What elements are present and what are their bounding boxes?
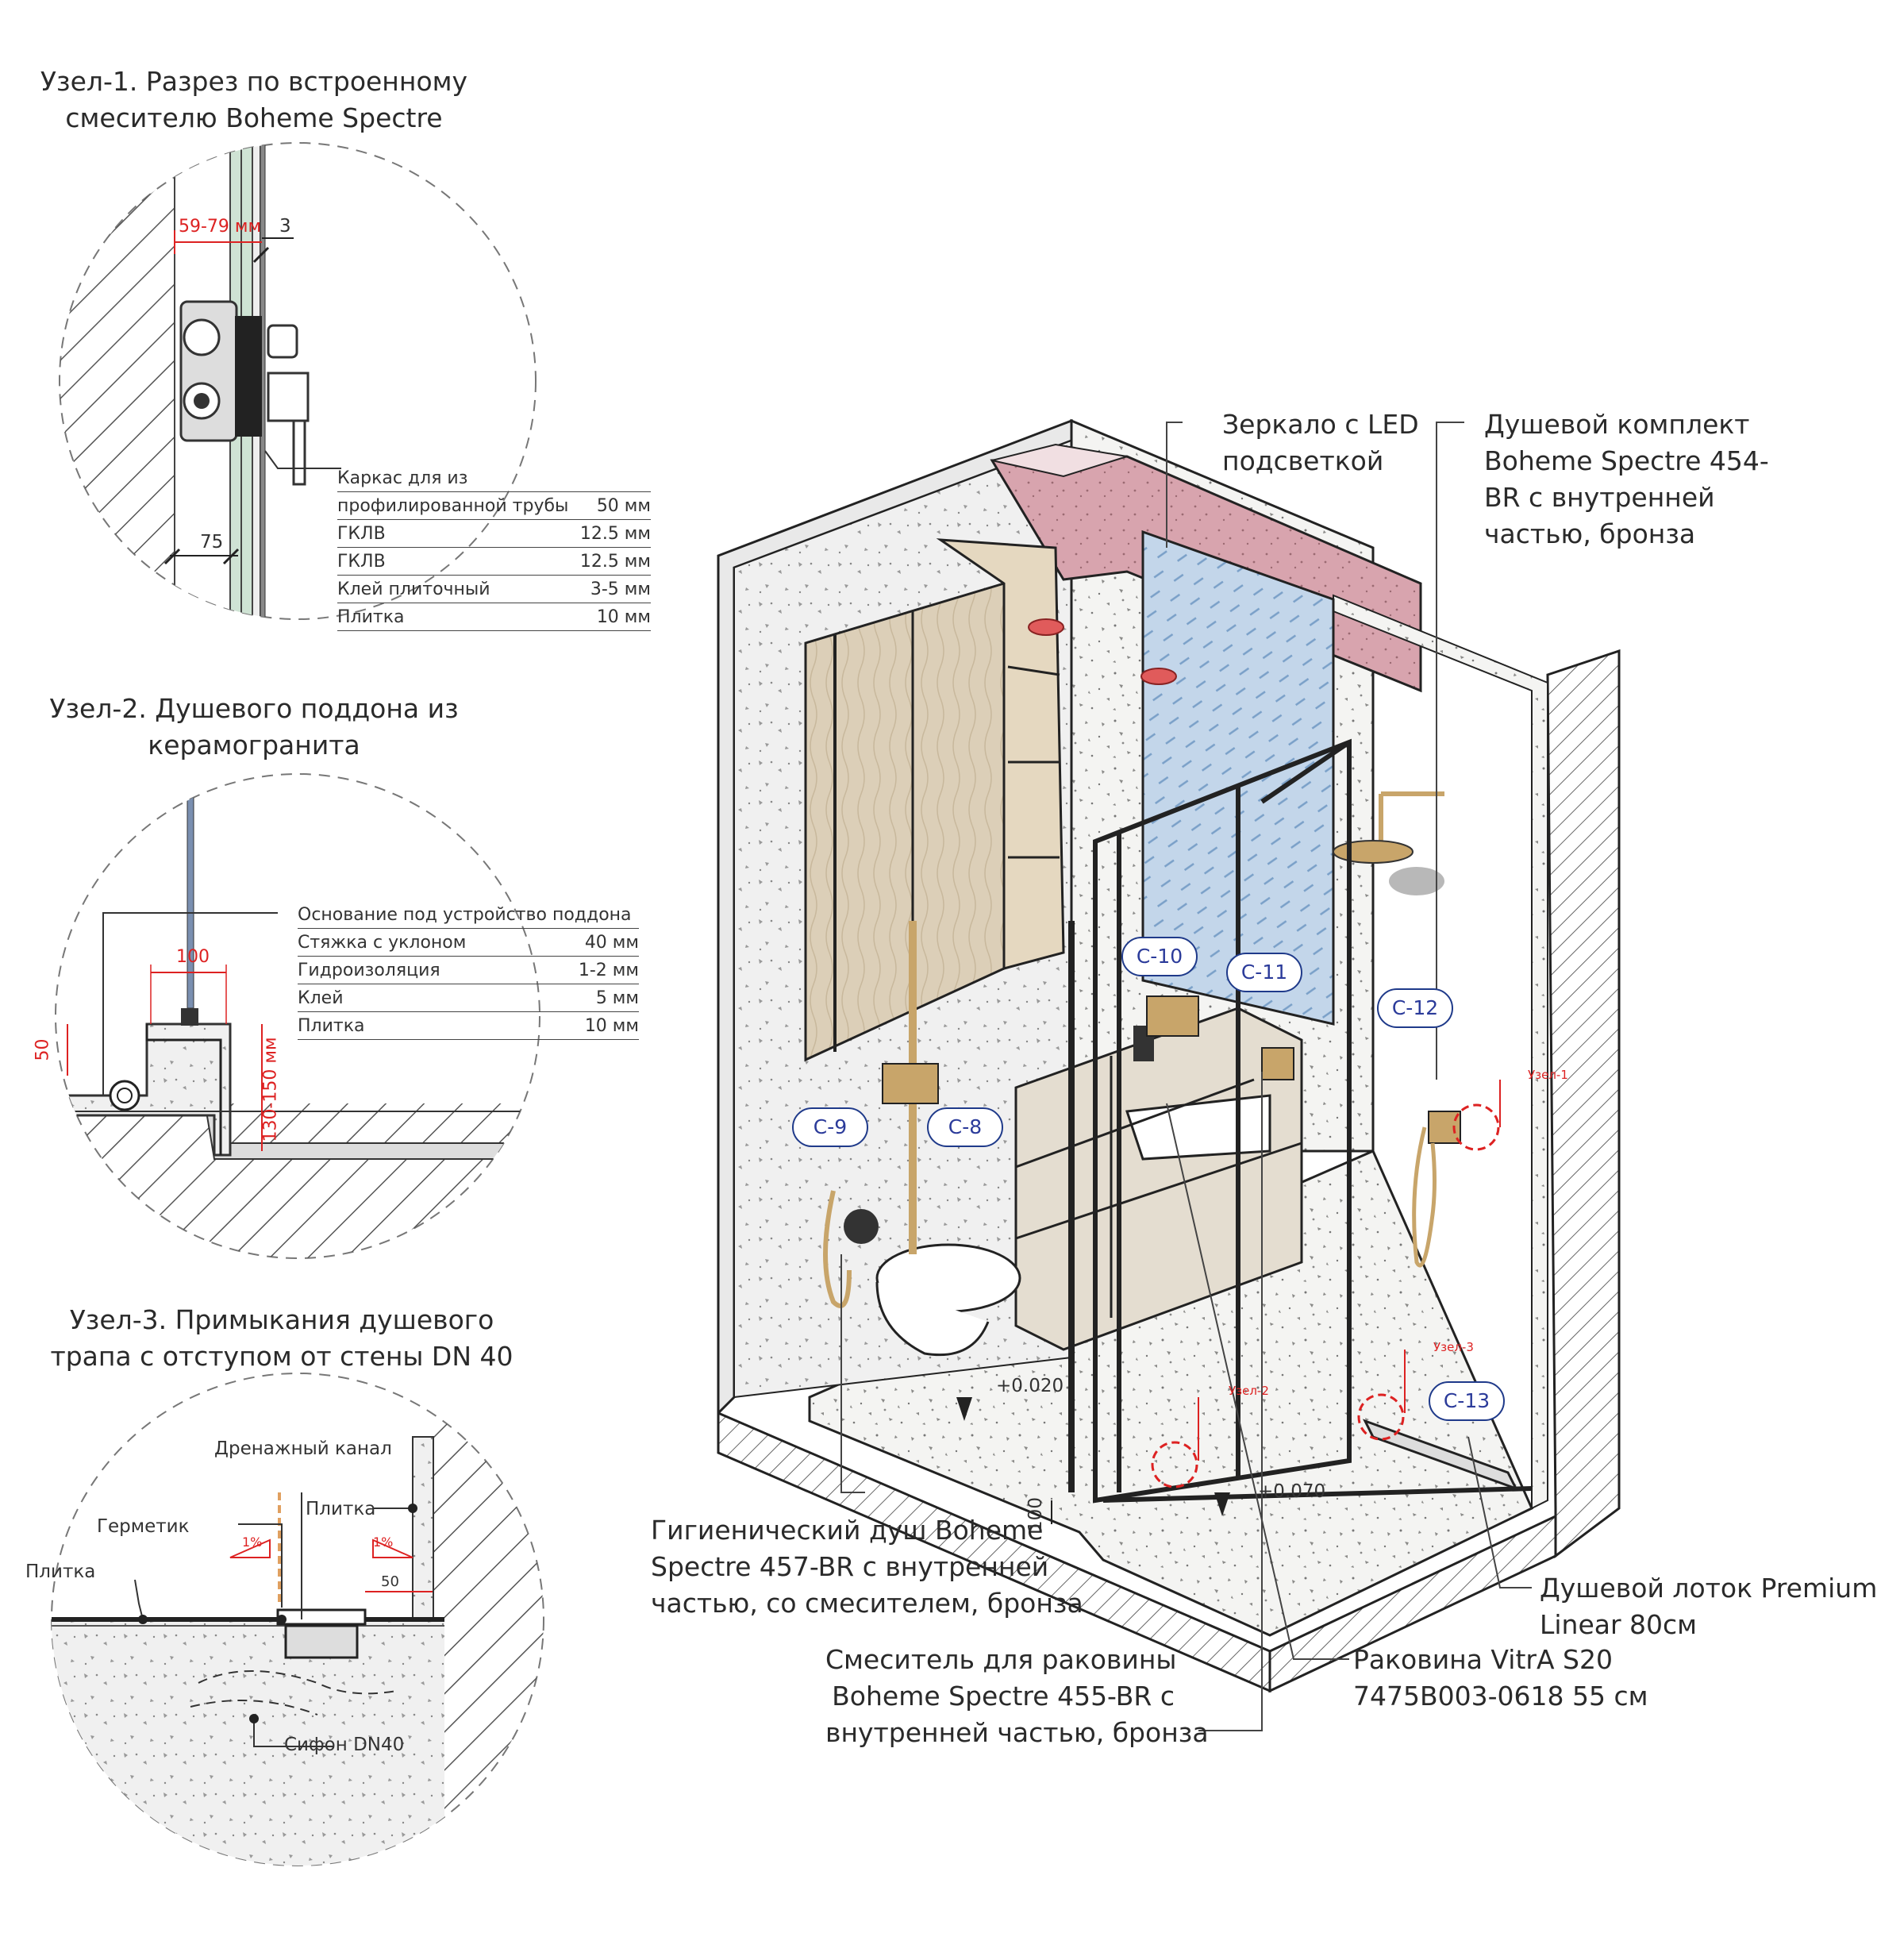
callout-hyg-line3: частью, со смесителем, бронза — [651, 1588, 1083, 1619]
node1-spec-row: профилированной трубы 50 мм — [337, 492, 651, 520]
spec-name: профилированной трубы — [337, 496, 569, 516]
node3-slope-right: 1% — [373, 1534, 394, 1550]
node2-title-line1: Узел-2. Душевого поддона из — [49, 693, 459, 724]
node3-siphon: Сифон DN40 — [284, 1735, 405, 1755]
tag-c8: С-8 — [927, 1107, 1003, 1147]
node2-spec-row: Стяжка с уклоном 40 мм — [298, 929, 639, 957]
callout-sink: Раковина VitrA S20 7475B003-0618 55 см — [1353, 1642, 1648, 1715]
callout-tray-line1: Душевой лоток Premium — [1540, 1573, 1877, 1604]
node2-spec-row: Гидроизоляция 1-2 мм — [298, 957, 639, 984]
level-plus-020: +0.020 — [996, 1376, 1064, 1396]
callout-tray-line2: Linear 80см — [1540, 1609, 1698, 1640]
spec-value: 3-5 мм — [590, 580, 651, 599]
node3-dim-50: 50 — [381, 1573, 399, 1590]
node2-title: Узел-2. Душевого поддона из керамогранит… — [48, 691, 460, 764]
tag-c13: С-13 — [1429, 1381, 1505, 1421]
node1-spec-table: Каркас для из профилированной трубы 50 мм… — [337, 464, 651, 631]
node3-tile-left: Плитка — [25, 1561, 96, 1582]
isometric-room — [717, 418, 1621, 1731]
spec-value: 5 мм — [595, 988, 639, 1008]
callout-shower-line4: частью, бронза — [1484, 518, 1696, 549]
spec-name: ГКЛВ — [337, 552, 386, 572]
node3-slope-left: 1% — [242, 1534, 263, 1550]
node2-dim-range: 130-150 мм — [260, 1037, 281, 1142]
callout-mirror-line2: подсветкой — [1222, 445, 1384, 476]
node1-spec-row: Клей плиточный 3-5 мм — [337, 576, 651, 603]
callout-hyg-line2: Spectre 457-BR с внутренней — [651, 1551, 1049, 1582]
spec-value: 12.5 мм — [579, 552, 651, 572]
tag-c10: С-10 — [1121, 937, 1198, 976]
node3-drain-channel: Дренажный канал — [214, 1438, 392, 1459]
callout-hyg-line1: Гигиенический душ Boheme — [651, 1515, 1044, 1546]
spec-value: 12.5 мм — [579, 524, 651, 544]
node2-dim-100: 100 — [176, 947, 210, 967]
node1-spec-head: Каркас для из — [337, 464, 651, 492]
spec-value: 40 мм — [584, 933, 639, 953]
node3-title: Узел-3. Примыкания душевого трапа с отст… — [48, 1302, 516, 1375]
callout-mixer-line3: внутренней частью, бронза — [825, 1717, 1209, 1748]
node1-title: Узел-1. Разрез по встроенному смесителю … — [32, 64, 476, 137]
node2-spec-head: Основание под устройство поддона — [298, 901, 639, 929]
spec-name: Стяжка с уклоном — [298, 933, 467, 953]
spec-name: ГКЛВ — [337, 524, 386, 544]
node1-dim-three: 3 — [279, 216, 291, 237]
spec-value: 50 мм — [596, 496, 651, 516]
node3-tile-right: Плитка — [306, 1499, 376, 1519]
spec-name: Клей — [298, 988, 344, 1008]
callout-mixer-line1: Смеситель для раковины — [825, 1644, 1177, 1675]
callout-shower-line1: Душевой комплект — [1484, 409, 1750, 440]
node1-title-line1: Узел-1. Разрез по встроенному — [40, 66, 468, 97]
spec-name: Плитка — [337, 607, 405, 627]
node1-dim-gap: 59-79 мм — [179, 217, 262, 237]
callout-shower-tray: Душевой лоток Premium Linear 80см — [1540, 1570, 1877, 1643]
callout-sink-line1: Раковина VitrA S20 — [1353, 1644, 1613, 1675]
node1-spec-row: Плитка 10 мм — [337, 603, 651, 631]
callout-mirror-line1: Зеркало с LED — [1222, 409, 1419, 440]
callout-sink-line2: 7475B003-0618 55 см — [1353, 1681, 1648, 1712]
marker-uzel3: Узел-3 — [1433, 1340, 1474, 1354]
callout-hygienic-shower: Гигиенический душ Boheme Spectre 457-BR … — [651, 1512, 1083, 1622]
node3-sealant: Герметик — [97, 1516, 190, 1537]
marker-uzel1: Узел-1 — [1528, 1068, 1568, 1082]
callout-mixer-line2: Boheme Spectre 455-BR с — [832, 1681, 1175, 1712]
node1-spec-row: ГКЛВ 12.5 мм — [337, 548, 651, 576]
tag-c12: С-12 — [1377, 988, 1453, 1028]
callout-mirror: Зеркало с LED подсветкой — [1222, 406, 1419, 479]
spec-value: 10 мм — [596, 607, 651, 627]
spec-value: 10 мм — [584, 1016, 639, 1036]
node1-detail — [59, 142, 537, 620]
node2-spec-table: Основание под устройство поддона Стяжка … — [298, 901, 639, 1040]
spec-name: Гидроизоляция — [298, 961, 440, 980]
node3-title-line2: трапа с отступом от стены DN 40 — [50, 1341, 513, 1372]
tag-c11: С-11 — [1226, 953, 1302, 992]
node2-detail — [55, 773, 540, 1259]
node2-title-line2: керамогранита — [148, 730, 360, 761]
tag-c9: С-9 — [792, 1107, 868, 1147]
node1-spec-row: ГКЛВ 12.5 мм — [337, 520, 651, 548]
node1-title-line2: смесителю Boheme Spectre — [65, 102, 443, 133]
spec-name: Плитка — [298, 1016, 365, 1036]
callout-shower-set: Душевой комплект Boheme Spectre 454- BR … — [1484, 406, 1769, 553]
node2-dim-50: 50 — [33, 1038, 53, 1061]
level-plus-070: +0.070 — [1258, 1481, 1326, 1502]
level-height-100: 100 — [1025, 1497, 1046, 1532]
callout-shower-line3: BR с внутренней — [1484, 482, 1715, 513]
callout-shower-line2: Boheme Spectre 454- — [1484, 445, 1769, 476]
node1-dim-75: 75 — [200, 532, 224, 553]
spec-value: 1-2 мм — [578, 961, 639, 980]
callout-basin-mixer: Смеситель для раковины Boheme Spectre 45… — [825, 1642, 1209, 1751]
node3-title-line1: Узел-3. Примыкания душевого — [69, 1304, 494, 1335]
spec-name: Клей плиточный — [337, 580, 490, 599]
marker-uzel2: Узел-2 — [1229, 1384, 1269, 1398]
node2-spec-row: Плитка 10 мм — [298, 1012, 639, 1040]
node2-spec-row: Клей 5 мм — [298, 984, 639, 1012]
